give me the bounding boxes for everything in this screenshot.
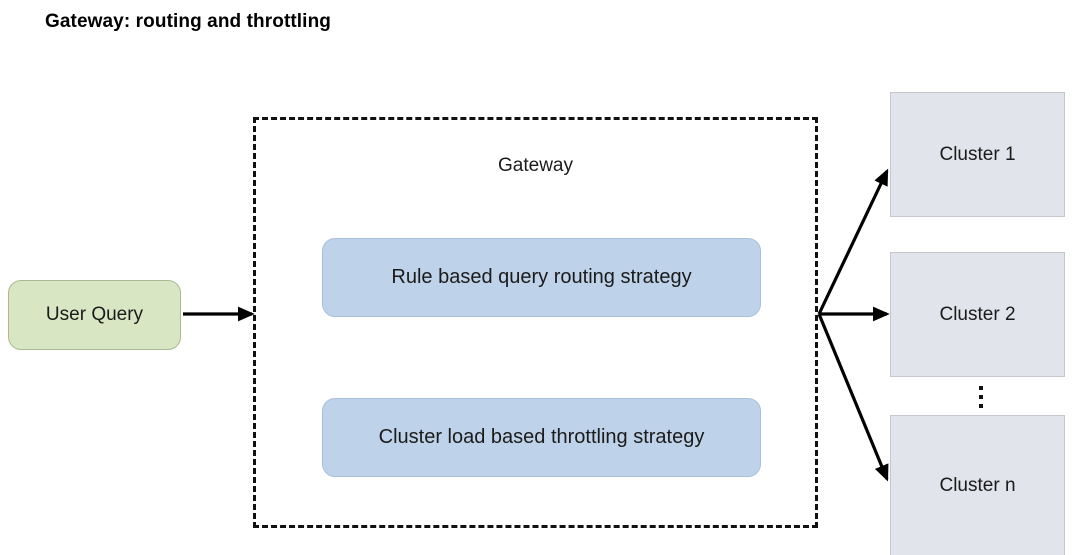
- node-user-query-label: User Query: [45, 304, 144, 325]
- node-gateway-label: Gateway: [498, 155, 573, 176]
- edge-gateway-to-cluster-1: [817, 168, 889, 315]
- ellipsis-dot: [979, 386, 983, 390]
- node-cluster-n-label: Cluster n: [939, 474, 1016, 496]
- node-cluster-load-throttling-strategy-label: Cluster load based throttling strategy: [378, 426, 705, 448]
- node-cluster-2-label: Cluster 2: [939, 303, 1016, 325]
- node-rule-based-routing-strategy-label: Rule based query routing strategy: [391, 266, 692, 288]
- node-cluster-1[interactable]: Cluster 1: [890, 92, 1065, 217]
- page-title: Gateway: routing and throttling: [45, 11, 331, 32]
- node-cluster-load-throttling-strategy[interactable]: Cluster load based throttling strategy: [322, 398, 761, 477]
- edge-gateway-to-cluster-n: [817, 313, 889, 482]
- vertical-ellipsis-icon: [974, 386, 988, 408]
- node-user-query[interactable]: User Query: [8, 280, 181, 350]
- node-cluster-2[interactable]: Cluster 2: [890, 252, 1065, 377]
- node-cluster-n[interactable]: Cluster n: [890, 415, 1065, 555]
- node-cluster-1-label: Cluster 1: [939, 143, 1016, 165]
- node-gateway-container[interactable]: [253, 117, 818, 528]
- node-rule-based-routing-strategy[interactable]: Rule based query routing strategy: [322, 238, 761, 317]
- ellipsis-dot: [979, 404, 983, 408]
- ellipsis-dot: [979, 395, 983, 399]
